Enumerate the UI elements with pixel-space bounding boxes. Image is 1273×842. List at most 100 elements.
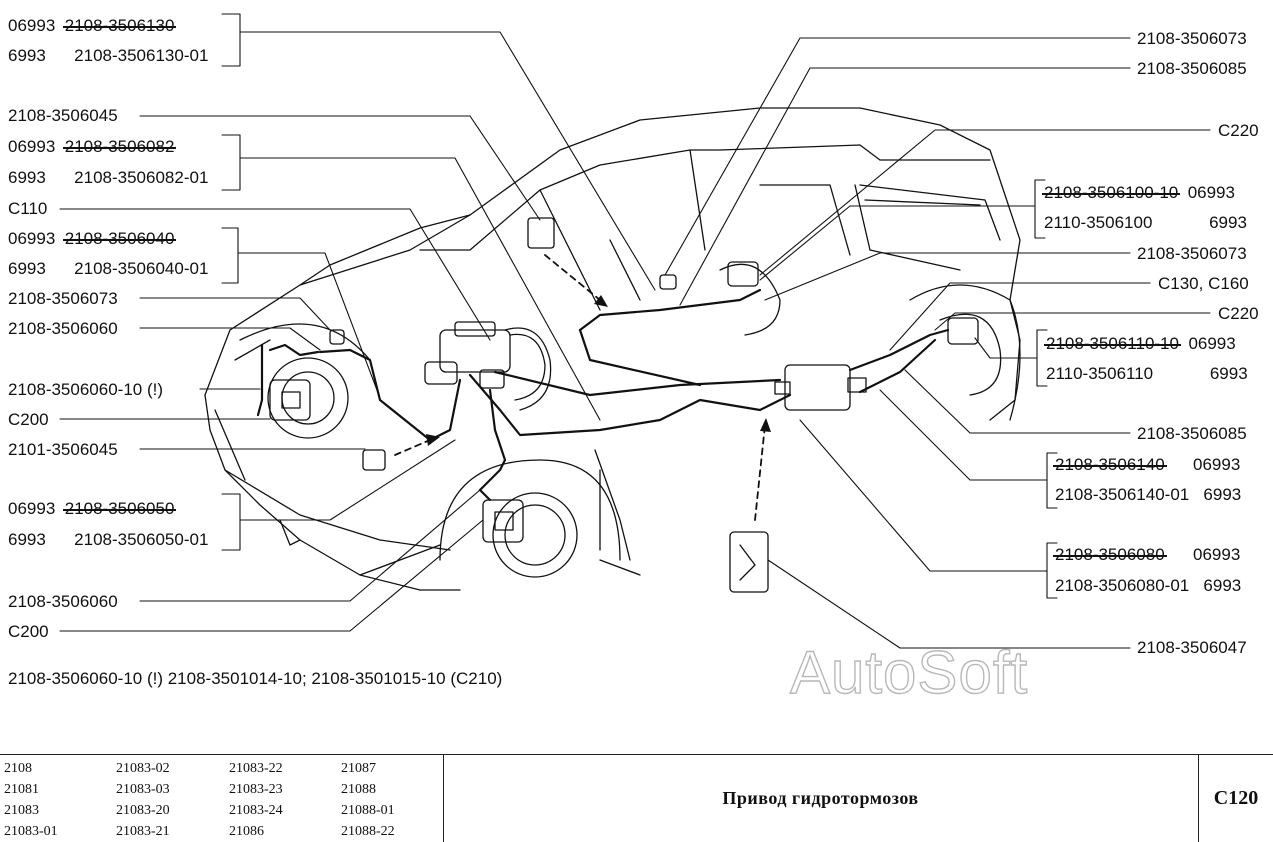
label-right-4-b: 06993 (1187, 183, 1235, 202)
label-left-2-b: 2108-3506130-01 (74, 46, 209, 65)
brake-system-drawing (59, 13, 1211, 649)
model-item: 21083-02 (116, 761, 170, 776)
label-right-13-a: 2108-3506140-01 (1055, 485, 1190, 504)
label-right-6: 2108-3506073 (1137, 244, 1247, 263)
model-column-1: 2108 21081 21083 21083-01 (4, 758, 58, 842)
label-left-9: 2108-3506073 (8, 289, 118, 308)
label-right-11: 2108-3506085 (1137, 424, 1247, 443)
label-left-7-b: 2108-3506040 (64, 229, 175, 248)
label-right-2: 2108-3506085 (1137, 59, 1247, 78)
label-right-12: 2108-3506140 06993 (1055, 455, 1240, 475)
label-left-13: 2101-3506045 (8, 440, 118, 459)
label-right-5-a: 2110-3506100 (1044, 213, 1153, 232)
label-left-14: 06993 2108-3506050 (8, 499, 174, 519)
label-right-14-b: 06993 (1193, 545, 1241, 564)
label-left-15-b: 2108-3506050-01 (74, 530, 209, 549)
model-item: 21083-22 (229, 761, 283, 776)
model-item: 21087 (341, 761, 376, 776)
model-column-3: 21083-22 21083-23 21083-24 21086 (229, 758, 283, 842)
label-left-16: 2108-3506060 (8, 592, 118, 611)
label-left-12: C200 (8, 410, 49, 429)
label-left-7-a: 06993 (8, 229, 56, 248)
car-body-outline (204, 107, 1021, 591)
label-right-5: 2110-3506100 6993 (1044, 213, 1247, 233)
model-item: 21083 (4, 803, 39, 818)
label-right-16: 2108-3506047 (1137, 638, 1247, 657)
label-right-3: C220 (1218, 121, 1259, 140)
leader-lines (59, 13, 1211, 649)
label-right-9-a: 2108-3506110-10 (1046, 334, 1179, 353)
label-right-1: 2108-3506073 (1137, 29, 1247, 48)
label-left-14-b: 2108-3506050 (64, 499, 175, 518)
label-right-13-b: 6993 (1203, 485, 1242, 504)
model-item: 21086 (229, 824, 264, 839)
label-right-7: C130, C160 (1158, 274, 1249, 293)
label-left-2: 6993 2108-3506130-01 (8, 46, 208, 66)
label-right-5-b: 6993 (1209, 213, 1247, 232)
model-item: 2108 (4, 761, 32, 776)
label-right-13: 2108-3506140-01 6993 (1055, 485, 1241, 505)
label-right-15-b: 6993 (1203, 576, 1242, 595)
wheel-arches (239, 263, 1021, 578)
master-cylinder (424, 321, 546, 401)
label-left-7: 06993 2108-3506040 (8, 229, 174, 249)
title-block: 2108 21081 21083 21083-01 21083-02 21083… (0, 754, 1273, 842)
label-left-8-a: 6993 (8, 259, 46, 278)
label-left-17: C200 (8, 622, 49, 641)
brackets (329, 217, 769, 593)
dashed-arrows (394, 254, 766, 521)
model-item: 21083-01 (4, 824, 58, 839)
model-item: 21088-01 (341, 803, 395, 818)
label-left-8: 6993 2108-3506040-01 (8, 259, 208, 279)
label-right-8: C220 (1218, 304, 1259, 323)
label-right-4: 2108-3506100-10 06993 (1044, 183, 1235, 203)
model-item: 21083-23 (229, 782, 283, 797)
pressure-regulator (774, 364, 867, 411)
model-item: 21088 (341, 782, 376, 797)
label-right-14-a: 2108-3506080 (1055, 545, 1165, 564)
label-left-8-b: 2108-3506040-01 (74, 259, 209, 278)
model-item: 21083-20 (116, 803, 170, 818)
model-column-2: 21083-02 21083-03 21083-20 21083-21 (116, 758, 170, 842)
label-right-12-a: 2108-3506140 (1055, 455, 1165, 474)
page-title: Привод гидротормозов (443, 755, 1199, 842)
label-left-1-b: 2108-3506130 (64, 16, 175, 35)
watermark: AutoSoft (789, 638, 1029, 706)
label-left-2-a: 6993 (8, 46, 46, 65)
model-item: 21083-21 (116, 824, 170, 839)
label-left-5-b: 2108-3506082-01 (74, 168, 209, 187)
label-left-1: 06993 2108-3506130 (8, 16, 174, 36)
label-left-1-a: 06993 (8, 16, 56, 35)
label-left-11: 2108-3506060-10 (!) (8, 380, 164, 399)
label-left-4-a: 06993 (8, 137, 56, 156)
label-left-6: C110 (8, 199, 48, 218)
section-code: C120 (1213, 787, 1259, 809)
label-left-4-b: 2108-3506082 (64, 137, 175, 156)
model-item: 21081 (4, 782, 39, 797)
label-left-5: 6993 2108-3506082-01 (8, 168, 208, 188)
model-item: 21083-24 (229, 803, 283, 818)
label-left-15: 6993 2108-3506050-01 (8, 530, 208, 550)
model-list: 2108 21081 21083 21083-01 21083-02 21083… (0, 755, 444, 842)
label-right-14: 2108-3506080 06993 (1055, 545, 1240, 565)
label-left-14-a: 06993 (8, 499, 56, 518)
label-left-15-a: 6993 (8, 530, 46, 549)
label-right-4-a: 2108-3506100-10 (1044, 183, 1179, 202)
label-right-15-a: 2108-3506080-01 (1055, 576, 1190, 595)
footnote: 2108-3506060-10 (!) 2108-3501014-10; 210… (8, 669, 503, 688)
label-right-10-b: 6993 (1209, 364, 1248, 383)
model-column-4: 21087 21088 21088-01 21088-22 (341, 758, 395, 842)
label-right-10: 2110-3506110 6993 (1046, 364, 1248, 384)
label-left-10: 2108-3506060 (8, 319, 118, 338)
front-calipers (269, 379, 524, 543)
brake-pipes (256, 288, 950, 502)
label-left-5-a: 6993 (8, 168, 46, 187)
label-left-4: 06993 2108-3506082 (8, 137, 174, 157)
label-left-3: 2108-3506045 (8, 106, 118, 125)
label-right-10-a: 2110-3506110 (1046, 364, 1154, 383)
arrow-heads (426, 295, 771, 446)
label-right-15: 2108-3506080-01 6993 (1055, 576, 1241, 596)
model-item: 21083-03 (116, 782, 170, 797)
label-right-9-b: 06993 (1188, 334, 1236, 353)
label-right-12-b: 06993 (1193, 455, 1241, 474)
